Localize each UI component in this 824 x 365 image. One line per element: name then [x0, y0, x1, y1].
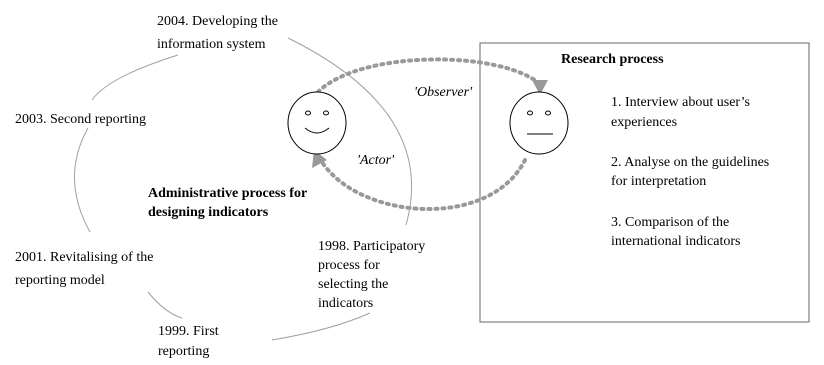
- cycle-step-2004: 2004. Developing the information system: [157, 14, 278, 52]
- cycle-title-line-1: Administrative process for: [148, 186, 307, 201]
- cycle-step-1999-line-2: reporting: [158, 344, 209, 359]
- cycle-step-2003: 2003. Second reporting: [15, 112, 146, 127]
- cycle-step-2003-line-1: 2003. Second reporting: [15, 112, 146, 127]
- cycle-title-line-2: designing indicators: [148, 205, 269, 220]
- research-item-2-line-1: 2. Analyse on the guidelines: [611, 155, 769, 170]
- cycle-step-1998-line-4: indicators: [318, 296, 373, 311]
- observer-arrowhead-icon: [532, 80, 548, 95]
- actor-label: 'Actor': [357, 153, 395, 168]
- research-item-3-line-2: international indicators: [611, 234, 740, 249]
- observer-actor-arrows: [312, 57, 548, 212]
- research-item-2: 2. Analyse on the guidelines for interpr…: [611, 155, 769, 189]
- cycle-step-1998-line-3: selecting the: [318, 277, 388, 292]
- cycle-arc-2003-2001: [74, 127, 91, 233]
- observer-arrow: [316, 57, 542, 94]
- cycle-arcs: [74, 37, 413, 341]
- research-item-1-line-2: experiences: [611, 115, 677, 130]
- cycle-step-1999-line-1: 1999. First: [158, 324, 219, 339]
- actor-arrowhead-icon: [312, 150, 327, 168]
- cycle-arc-2001-1999: [147, 291, 183, 319]
- neutral-face-icon: [509, 91, 569, 155]
- cycle-arc-1998-2004: [287, 37, 413, 226]
- cycle-arc-2004-2003: [91, 54, 179, 101]
- smiley-face-icon: [287, 91, 347, 155]
- research-item-1-line-1: 1. Interview about user’s: [611, 95, 750, 110]
- cycle-step-1998-line-2: process for: [318, 258, 380, 273]
- research-item-3-line-1: 3. Comparison of the: [611, 215, 729, 230]
- research-item-1: 1. Interview about user’s experiences: [611, 95, 750, 130]
- cycle-title: Administrative process for designing ind…: [148, 186, 307, 220]
- research-process-title: Research process: [561, 52, 664, 67]
- cycle-arc-1999-1998: [271, 312, 371, 341]
- actor-arrow: [320, 158, 527, 212]
- cycle-step-1999: 1999. First reporting: [158, 324, 219, 359]
- observer-label: 'Observer': [414, 85, 473, 100]
- cycle-step-2001: 2001. Revitalising of the reporting mode…: [15, 250, 153, 288]
- research-item-2-line-2: for interpretation: [611, 174, 706, 189]
- cycle-step-1998: 1998. Participatory process for selectin…: [318, 239, 425, 311]
- cycle-step-2004-line-1: 2004. Developing the: [157, 14, 278, 29]
- cycle-step-2004-line-2: information system: [157, 37, 266, 52]
- cycle-step-2001-line-2: reporting model: [15, 273, 105, 288]
- cycle-step-1998-line-1: 1998. Participatory: [318, 239, 425, 254]
- research-item-3: 3. Comparison of the international indic…: [611, 215, 740, 249]
- research-process-box: [479, 42, 810, 323]
- cycle-step-2001-line-1: 2001. Revitalising of the: [15, 250, 153, 265]
